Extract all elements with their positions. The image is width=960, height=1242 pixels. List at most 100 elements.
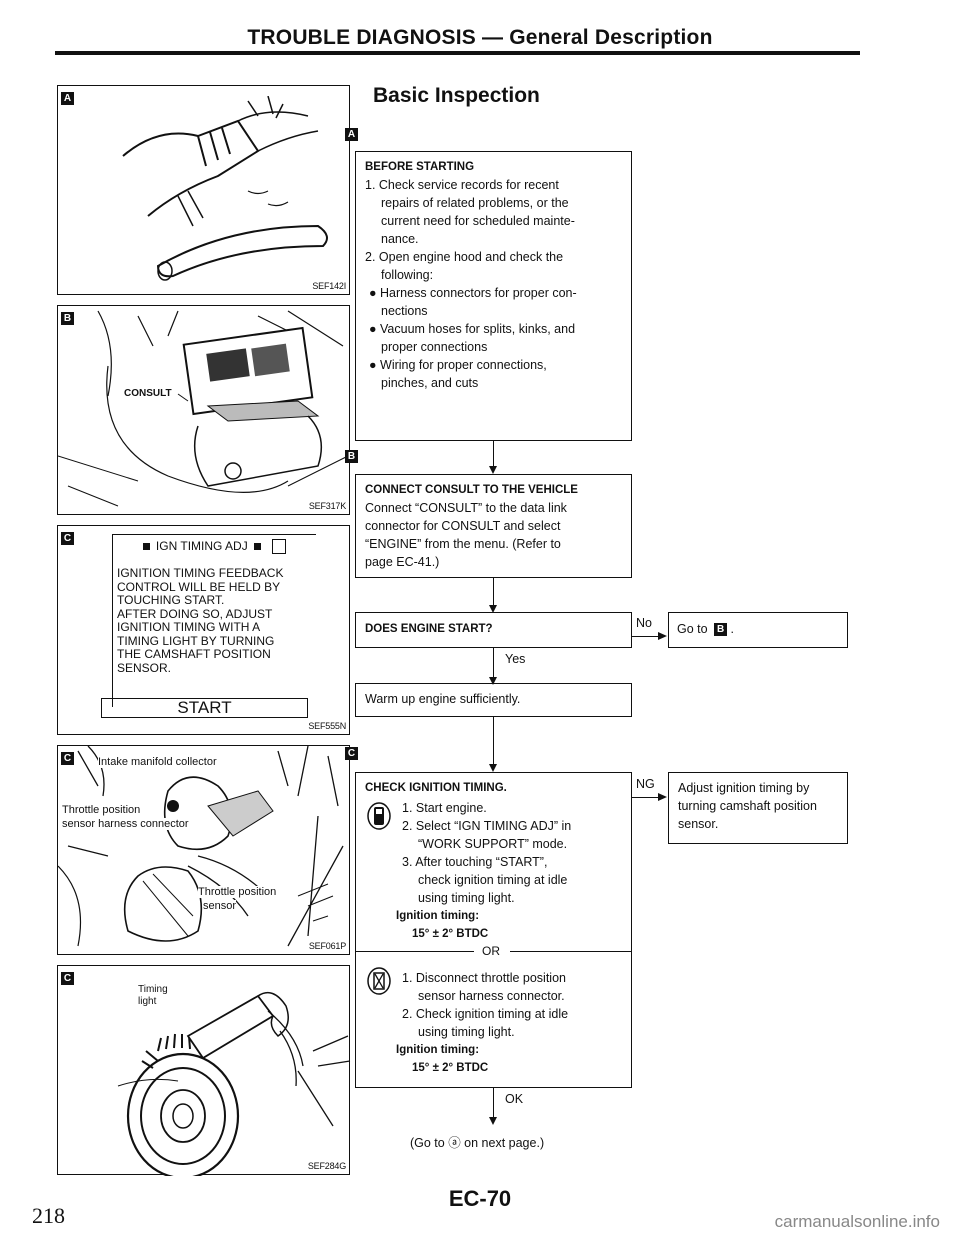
- box-line: current need for scheduled mainte-: [381, 214, 575, 228]
- step: 2. Check ignition timing at idle: [402, 1007, 569, 1021]
- throttle-illustration: [58, 746, 344, 947]
- or-line-left: [356, 951, 474, 952]
- flow-connector: [632, 797, 660, 798]
- step: using timing light.: [418, 1025, 515, 1039]
- flow-box-check-timing: CHECK IGNITION TIMING. 1. Start engine. …: [355, 772, 632, 1088]
- box-heading: CONNECT CONSULT TO THE VEHICLE: [365, 484, 578, 496]
- figure-code: SEF555N: [308, 721, 346, 731]
- callout-intake-manifold: Intake manifold collector: [98, 756, 217, 768]
- flow-box-engine-start: DOES ENGINE START?: [355, 612, 632, 648]
- box-text: Warm up engine sufficiently.: [365, 692, 521, 706]
- box-line: 1. Check service records for recent: [365, 178, 559, 192]
- spec-label: Ignition timing:: [396, 1044, 480, 1056]
- spec-label: Ignition timing:: [396, 910, 480, 922]
- box-line: following:: [381, 268, 434, 282]
- screen-message: IGNITION TIMING FEEDBACK CONTROL WILL BE…: [117, 566, 284, 675]
- box-line: ● Harness connectors for proper con-: [369, 286, 577, 300]
- step: 1. Disconnect throttle position: [402, 971, 566, 985]
- flow-box-goto: Go to B .: [668, 612, 848, 648]
- page-title: TROUBLE DIAGNOSIS — General Description: [247, 26, 713, 49]
- goto-text: Go to: [677, 622, 708, 636]
- box-lines: 1. Check service records for recent repai…: [365, 176, 622, 392]
- consult-mode-icon: [367, 802, 391, 830]
- box-heading: CHECK IGNITION TIMING.: [365, 782, 507, 794]
- step: 3. After touching “START”,: [402, 855, 548, 869]
- section-title: Basic Inspection: [373, 84, 540, 107]
- box-heading: BEFORE STARTING: [365, 161, 475, 173]
- flow-connector: [493, 717, 494, 765]
- flow-connector: [493, 648, 494, 678]
- screen-line: TIMING LIGHT BY TURNING: [117, 633, 275, 648]
- step: check ignition timing at idle: [418, 873, 568, 887]
- screen-line: IGNITION TIMING WITH A: [117, 620, 261, 634]
- box-line: nance.: [381, 232, 419, 246]
- figure-code: SEF284G: [307, 1161, 346, 1171]
- spec-value: 15° ± 2° BTDC: [412, 928, 489, 940]
- figure-code: SEF142I: [312, 281, 346, 291]
- callout-tps-connector-2: sensor harness connector: [62, 818, 189, 830]
- box-line: Adjust ignition timing by: [678, 781, 810, 795]
- box-line: nections: [381, 304, 428, 318]
- box-line: proper connections: [381, 340, 488, 354]
- arrow-right-icon: [658, 793, 667, 801]
- ok-label: OK: [505, 1092, 524, 1106]
- flow-connector: [632, 636, 660, 637]
- procedure-part1: 1. Start engine. 2. Select “IGN TIMING A…: [402, 799, 571, 907]
- yes-label: Yes: [505, 652, 526, 666]
- consult-illustration: [58, 310, 349, 507]
- flow-connector: [493, 578, 494, 606]
- arrow-down-icon: [489, 605, 497, 613]
- title-rule: [55, 51, 860, 55]
- flow-box-warm-up: Warm up engine sufficiently.: [355, 683, 632, 717]
- box-line: connector for CONSULT and select: [365, 519, 561, 533]
- box-heading: DOES ENGINE START?: [365, 623, 493, 635]
- or-divider: OR: [356, 944, 631, 958]
- box-line: page EC-41.): [365, 555, 440, 569]
- arrow-down-icon: [489, 677, 497, 685]
- figure-hose: A SEF142I: [57, 85, 350, 295]
- callout-tps-1: Throttle position: [198, 886, 277, 898]
- figure-tag-c: C: [61, 752, 74, 765]
- figure-throttle-sensor: C Intake manifold collector Throttle pos…: [57, 745, 350, 955]
- screen-line: AFTER DOING SO, ADJUST: [117, 606, 273, 621]
- arrow-down-icon: [489, 466, 497, 474]
- consult-screen: IGN TIMING ADJ IGNITION TIMING FEEDBACK …: [112, 534, 316, 707]
- figure-timing-light: C Timing light SEF284G: [57, 965, 351, 1176]
- flow-box-before-starting: BEFORE STARTING 1. Check service records…: [355, 151, 632, 441]
- box-line: 2. Open engine hood and check the: [365, 250, 564, 264]
- flow-box-connect-consult: CONNECT CONSULT TO THE VEHICLE Connect “…: [355, 474, 632, 578]
- screen-title: IGN TIMING ADJ: [155, 539, 248, 553]
- screen-line: IGNITION TIMING FEEDBACK: [117, 566, 284, 580]
- consult-callout: CONSULT: [124, 388, 172, 399]
- box-line: turning camshaft position: [678, 799, 817, 813]
- page-number: 218: [32, 1203, 65, 1228]
- timing-light-illustration: [117, 991, 351, 1176]
- next-page-note: (Go to ⓐ on next page.): [410, 1136, 545, 1150]
- figure-consult: B CONSULT SEF317K: [57, 305, 350, 515]
- box-line: sensor.: [678, 817, 719, 831]
- no-label: No: [636, 616, 652, 630]
- screen-line: CONTROL WILL BE HELD BY: [117, 579, 281, 594]
- ng-label: NG: [636, 777, 655, 791]
- step: using timing light.: [418, 891, 515, 905]
- box-line: Connect “CONSULT” to the data link: [365, 501, 567, 515]
- start-button: START: [101, 698, 308, 718]
- flow-box-adjust-timing: Adjust ignition timing by turning camsha…: [668, 772, 848, 844]
- flow-tag-c: C: [345, 747, 358, 760]
- box-line: ● Vacuum hoses for splits, kinks, and: [369, 322, 576, 336]
- callout-timing-light: Timing light: [138, 984, 168, 1007]
- figure-tag-c: C: [61, 972, 74, 985]
- screen-header: IGN TIMING ADJ: [113, 539, 316, 555]
- screen-line: THE CAMSHAFT POSITION: [117, 647, 271, 661]
- box-line: ● Wiring for proper connections,: [369, 358, 547, 372]
- section-code: EC-70: [448, 1186, 512, 1211]
- flow-connector: [493, 1088, 494, 1118]
- figure-tag-b: B: [61, 312, 74, 325]
- arrow-down-icon: [489, 764, 497, 772]
- figure-code: SEF061P: [308, 941, 346, 951]
- flow-tag-b: B: [345, 450, 358, 463]
- figure-consult-screen: C IGN TIMING ADJ IGNITION TIMING FEEDBAC…: [57, 525, 350, 735]
- or-text: OR: [482, 944, 500, 958]
- callout-tps-2: sensor: [203, 900, 237, 912]
- box-line: repairs of related problems, or the: [381, 196, 569, 210]
